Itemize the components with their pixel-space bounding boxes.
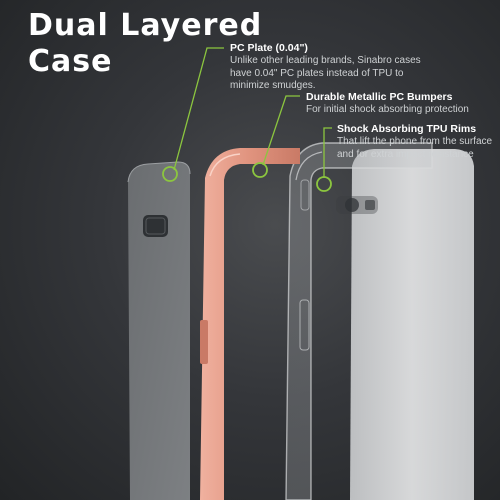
callout-title: PC Plate (0.04") — [230, 42, 308, 54]
pc-plate — [127, 161, 191, 500]
callout-metallic-bumpers: Durable Metallic PC Bumpers For initial … — [306, 91, 469, 117]
callout-line: Unlike other leading brands, Sinabro cas… — [230, 55, 421, 66]
callout-pc-plate: PC Plate (0.04") Unlike other leading br… — [230, 42, 421, 93]
camera-cutout-icon — [143, 215, 168, 237]
camera-cutout-icon — [336, 196, 378, 214]
callout-circle-icon — [252, 162, 268, 178]
phone-body — [350, 149, 474, 500]
callout-line: That lift the phone from the surface — [337, 136, 493, 147]
metallic-bumper — [200, 148, 300, 500]
callout-line: have 0.04" PC plates instead of TPU to — [230, 67, 404, 79]
callout-title: Shock Absorbing TPU Rims — [337, 123, 477, 135]
heading-line-2: Case — [28, 44, 113, 79]
callout-line: minimize smudges. — [230, 80, 316, 91]
heading-line-1: Dual Layered — [28, 8, 263, 43]
callout-leaders — [173, 47, 332, 178]
callout-line: For initial shock absorbing protection — [306, 104, 469, 115]
callout-title: Durable Metallic PC Bumpers — [306, 91, 453, 103]
callout-circle-icon — [316, 176, 332, 192]
callout-line: and for extra impact resistance — [337, 148, 474, 160]
callout-tpu-rims: Shock Absorbing TPU Rims That lift the p… — [337, 123, 492, 161]
callout-circle-icon — [162, 166, 178, 182]
